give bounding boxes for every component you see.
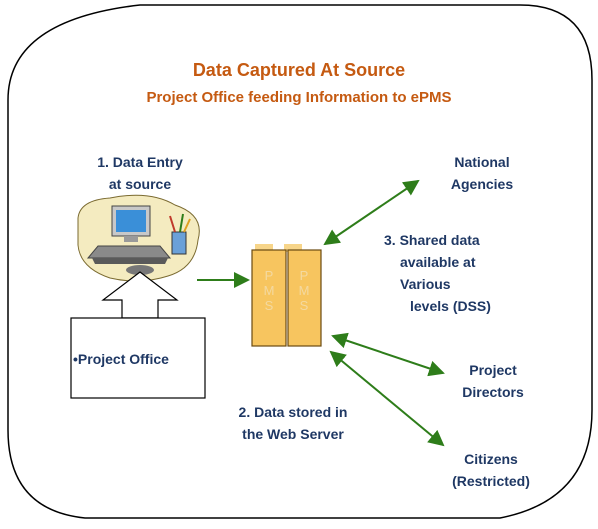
- step2-line1: 2. Data stored in: [238, 404, 348, 420]
- step3-line3: Various: [400, 276, 451, 292]
- server-letter: S: [299, 298, 309, 313]
- server-letters-left: P M S: [262, 268, 276, 313]
- step1-label: 1. Data Entry at source: [70, 151, 210, 195]
- step1-line2: at source: [108, 176, 172, 192]
- project-office-label: •Project Office: [73, 351, 169, 367]
- directors-line2: Directors: [462, 384, 524, 400]
- step3-label: 3. Shared data available at Various leve…: [380, 229, 520, 317]
- national-line2: Agencies: [450, 176, 514, 192]
- project-office-box: [70, 317, 206, 399]
- server-letter: P: [264, 268, 274, 283]
- citizens-line1: Citizens: [464, 451, 518, 467]
- citizens-label: Citizens (Restricted): [436, 448, 546, 492]
- diagram-title: Data Captured At Source: [192, 60, 406, 80]
- server-letter: M: [263, 283, 275, 298]
- national-agencies-label: National Agencies: [432, 151, 532, 195]
- step2-label: 2. Data stored in the Web Server: [218, 401, 368, 445]
- step3-line4: levels (DSS): [410, 298, 491, 314]
- hollow-up-arrow: [101, 271, 179, 319]
- server-letter: M: [298, 283, 310, 298]
- step3-line1: 3. Shared data: [384, 232, 480, 248]
- step3-line2: available at: [400, 254, 476, 270]
- server-letter: S: [264, 298, 274, 313]
- arrow-national-agencies: [323, 179, 420, 246]
- directors-line1: Project: [469, 362, 517, 378]
- server-letters-right: P M S: [297, 268, 311, 313]
- step2-line2: the Web Server: [242, 426, 344, 442]
- national-line1: National: [454, 154, 510, 170]
- arrow-citizens: [329, 350, 445, 447]
- server-letter: P: [299, 268, 309, 283]
- project-directors-label: Project Directors: [443, 359, 543, 403]
- step1-line1: 1. Data Entry: [97, 154, 183, 170]
- computer-icon: [77, 194, 200, 282]
- diagram-subtitle: Project Office feeding Information to eP…: [146, 89, 452, 106]
- citizens-line2: (Restricted): [452, 473, 530, 489]
- server-icon: [251, 244, 322, 347]
